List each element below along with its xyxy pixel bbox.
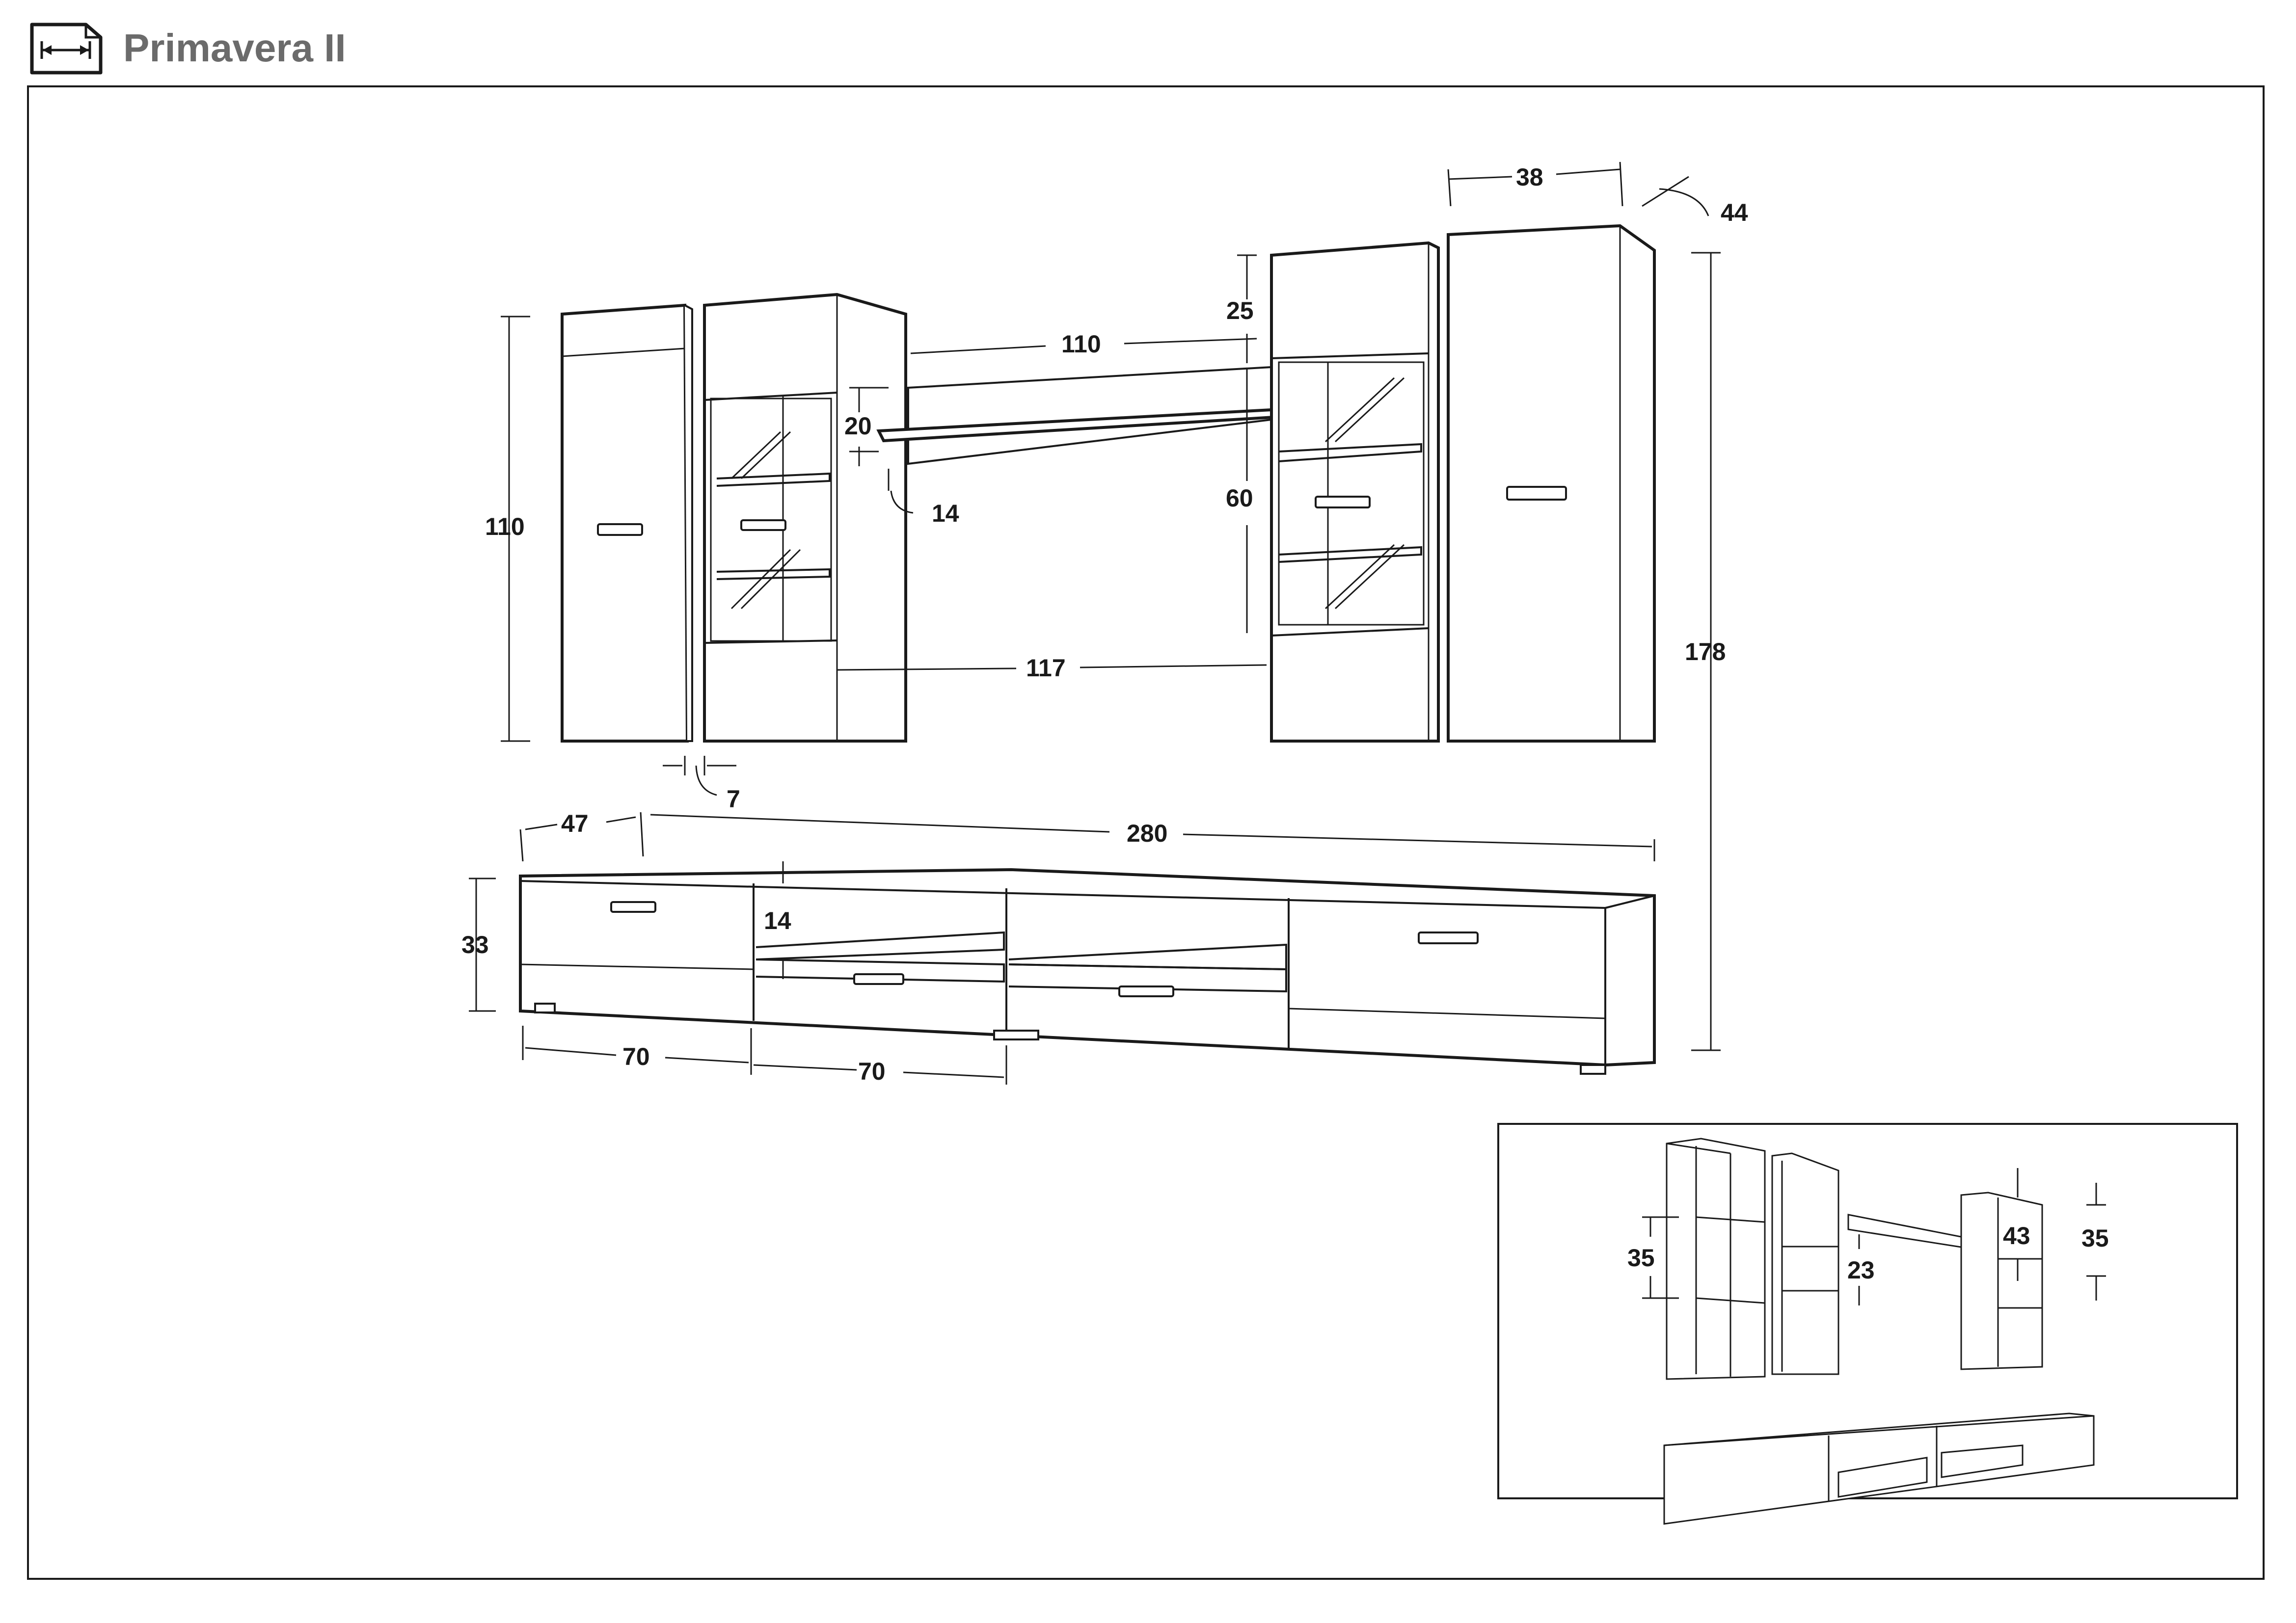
dim-tv-unit-depth: 47 — [561, 810, 589, 837]
right-glass-cabinet — [1270, 241, 1440, 743]
dimension-lines — [469, 161, 1721, 1085]
right-tall-cabinet — [1447, 224, 1656, 743]
inset-dim-right-cabinet-spacing: 43 — [2003, 1222, 2030, 1250]
dim-shelf-thickness: 14 — [932, 500, 959, 527]
inset-dim-right-shelf-spacing: 35 — [2081, 1224, 2109, 1252]
dim-module-depth-top: 38 — [1516, 163, 1543, 191]
inset-dim-shelf-drop: 23 — [1847, 1256, 1875, 1284]
page-title: Primavera II — [123, 26, 346, 70]
dim-total-height: 178 — [1685, 638, 1726, 665]
dim-span-between-units: 117 — [1026, 654, 1066, 682]
dim-module-width-left: 70 — [622, 1043, 650, 1070]
wall-shelf — [876, 366, 1276, 465]
left-tall-cabinet — [561, 303, 693, 743]
left-glass-cabinet — [703, 293, 907, 743]
inset-dimension-lines — [1642, 1168, 2106, 1305]
dim-module-depth-angle: 44 — [1721, 199, 1748, 226]
drawing-frame — [27, 85, 2265, 1580]
dim-wall-cabinet-height: 110 — [485, 513, 525, 540]
dim-top-section-height: 25 — [1226, 297, 1254, 324]
dim-glass-section-height: 60 — [1226, 484, 1253, 512]
inset-dim-left-shelf-spacing: 35 — [1627, 1244, 1655, 1272]
inset-open-shelving — [1663, 1138, 2095, 1525]
dim-module-width-right: 70 — [858, 1058, 886, 1085]
dim-shelf-front-height: 20 — [844, 412, 872, 440]
dim-gap-width: 7 — [727, 785, 740, 813]
dim-tv-unit-height: 33 — [461, 931, 489, 958]
dim-tv-niche-height: 14 — [764, 907, 791, 934]
dimensions-ruler-icon — [30, 23, 103, 75]
tv-unit — [519, 868, 1656, 1075]
dim-shelf-width: 110 — [1061, 330, 1101, 358]
dim-total-width: 280 — [1127, 820, 1167, 847]
